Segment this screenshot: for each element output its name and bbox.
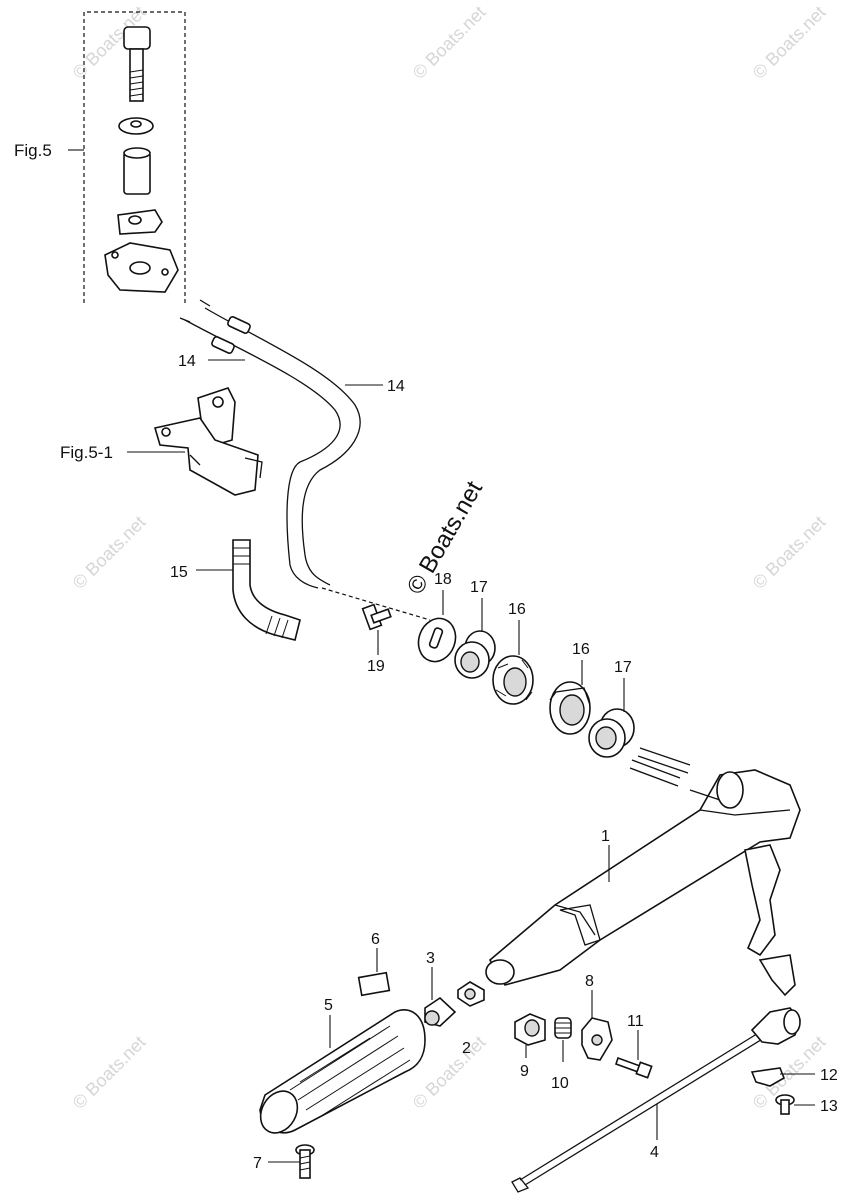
part-6-label-plate bbox=[357, 971, 391, 997]
part-2-nut bbox=[457, 981, 485, 1007]
part-8-clamp bbox=[581, 1017, 613, 1061]
part-10-spring bbox=[554, 1017, 572, 1039]
fig5-1-label: Fig.5-1 bbox=[60, 443, 113, 462]
fig5-inset bbox=[83, 11, 186, 303]
callout-3: 3 bbox=[426, 950, 435, 967]
callout-13: 13 bbox=[820, 1098, 838, 1115]
callout-8: 8 bbox=[585, 973, 594, 990]
watermark: © Boats.net bbox=[69, 512, 150, 593]
callout-4: 4 bbox=[650, 1144, 659, 1161]
throttle-cables bbox=[179, 299, 431, 621]
callout-16: 16 bbox=[572, 641, 590, 658]
callout-15: 15 bbox=[170, 564, 188, 581]
part-3-sleeve bbox=[424, 996, 457, 1027]
callout-6: 6 bbox=[371, 931, 380, 948]
watermark: © Boats.net bbox=[749, 2, 830, 83]
fig5-bolt-shank bbox=[129, 48, 144, 102]
part-15-hose bbox=[232, 539, 301, 641]
callout-1: 1 bbox=[601, 828, 610, 845]
part-11-bolt bbox=[614, 1056, 653, 1079]
watermark: © Boats.net bbox=[749, 512, 830, 593]
part-18-plate bbox=[417, 617, 457, 663]
watermark: © Boats.net bbox=[69, 1032, 150, 1113]
callout-14: 14 bbox=[178, 353, 196, 370]
fig5-label: Fig.5 bbox=[14, 141, 52, 160]
callout-9: 9 bbox=[520, 1063, 529, 1080]
callout-19: 19 bbox=[367, 658, 385, 675]
callout-5: 5 bbox=[324, 997, 333, 1014]
part-12-clip bbox=[750, 1067, 786, 1087]
part-17-grommet bbox=[588, 708, 635, 758]
callout-7: 7 bbox=[253, 1155, 262, 1172]
part-17-grommet bbox=[454, 630, 496, 679]
part-13-screw bbox=[775, 1094, 795, 1115]
watermark: © Boats.net bbox=[409, 2, 490, 83]
part-16-bushing bbox=[492, 655, 534, 705]
part-9-bushing bbox=[514, 1013, 546, 1046]
part-5-grip bbox=[259, 1009, 426, 1134]
cable-dashed-path bbox=[321, 587, 431, 621]
fig5-bolt-head bbox=[123, 26, 151, 50]
callout-17: 17 bbox=[470, 579, 488, 596]
part-16-bushing bbox=[549, 681, 591, 735]
part-7-screw bbox=[295, 1144, 315, 1179]
callout-11: 11 bbox=[627, 1013, 644, 1030]
callout-16: 16 bbox=[508, 601, 526, 618]
part-19-bolt bbox=[361, 603, 392, 631]
part-1-tiller-arm bbox=[485, 769, 801, 997]
part-4-throttle-cable bbox=[511, 1007, 801, 1193]
callout-10: 10 bbox=[551, 1075, 569, 1092]
callout-12: 12 bbox=[820, 1067, 838, 1084]
fig5-1-bracket bbox=[153, 387, 263, 496]
callout-18: 18 bbox=[434, 571, 452, 588]
callout-14: 14 bbox=[387, 378, 405, 395]
pins bbox=[629, 747, 691, 787]
callout-17: 17 bbox=[614, 659, 632, 676]
callout-2: 2 bbox=[462, 1040, 471, 1057]
